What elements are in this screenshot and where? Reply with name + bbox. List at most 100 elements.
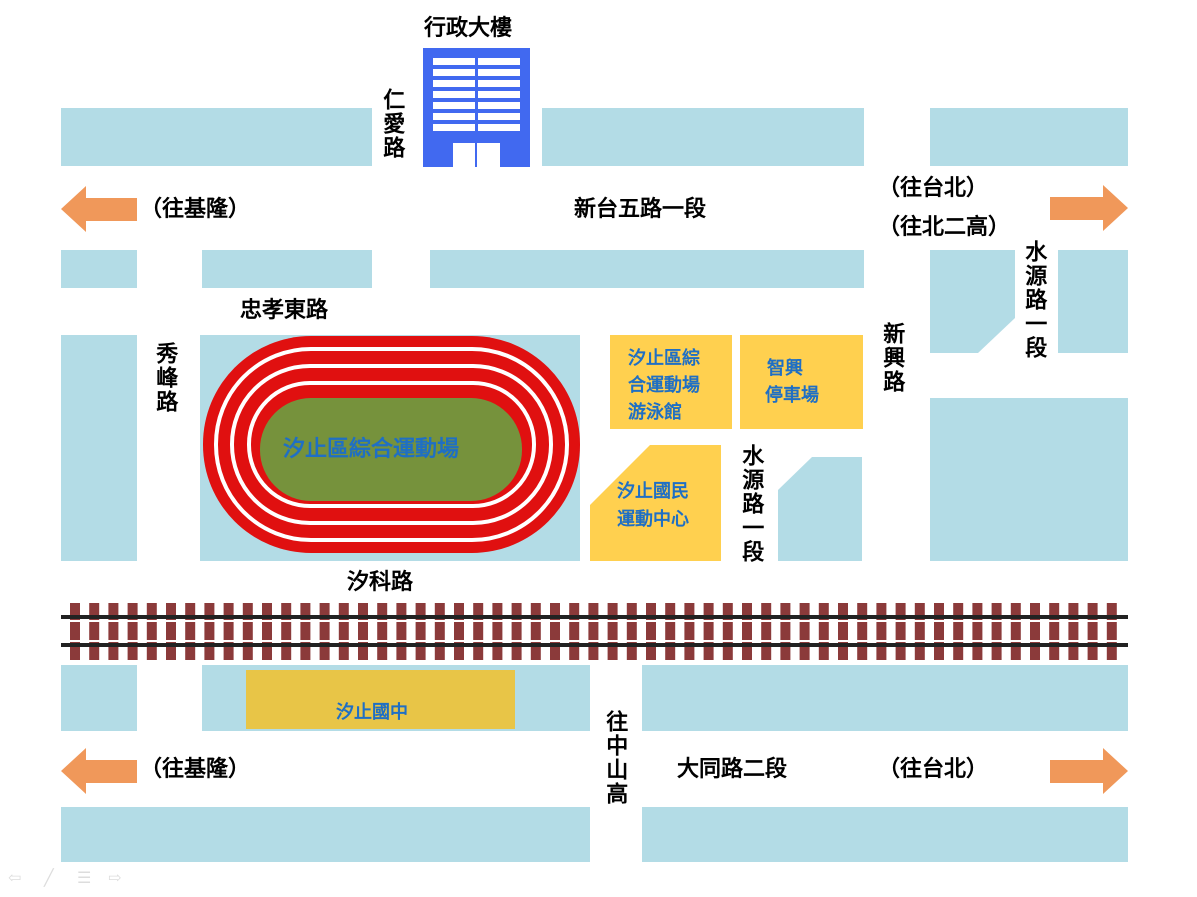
window <box>478 113 520 120</box>
rail-tie <box>569 603 580 660</box>
sports-center <box>590 445 721 561</box>
rail-tie <box>127 603 138 660</box>
block <box>542 108 864 166</box>
arrow-right-icon <box>1050 185 1128 231</box>
next-slide-button[interactable]: ⇨ <box>108 868 122 887</box>
window <box>433 124 475 131</box>
block <box>61 807 590 862</box>
rail-tie <box>684 603 695 660</box>
pool-label-line: 汐止區綜 <box>628 348 700 369</box>
rail-tie <box>473 603 484 660</box>
block <box>1058 250 1128 353</box>
renai-road-label: 仁愛路 <box>379 88 406 160</box>
rail-edge <box>61 620 1128 622</box>
block <box>430 250 864 288</box>
parking-label: 智興 停車場 <box>765 355 819 409</box>
rail-tie <box>204 603 215 660</box>
rail-tie <box>607 603 618 660</box>
block <box>61 665 137 731</box>
pool-building <box>610 335 732 429</box>
rail-tie <box>1106 603 1117 660</box>
rail-tie <box>89 603 100 660</box>
window <box>433 80 475 87</box>
rail-tie <box>914 603 925 660</box>
menu-button[interactable]: ☰ <box>77 868 92 887</box>
sports-center-label-line: 運動中心 <box>617 509 689 530</box>
to-taipei-bottom-label: （往台北） <box>878 756 989 782</box>
rail-tie <box>742 603 752 660</box>
rail-tie <box>761 603 772 660</box>
window <box>433 113 475 120</box>
zhongxiao-road-label: 忠孝東路 <box>240 297 329 323</box>
rail-tie <box>895 603 906 660</box>
rail-tie <box>146 603 157 660</box>
window <box>478 80 520 87</box>
block <box>61 108 372 166</box>
window <box>478 124 520 131</box>
junior-high-label: 汐止國中 <box>336 702 408 723</box>
rail-tie <box>300 603 311 660</box>
pen-tool-button[interactable]: ╱ <box>44 868 54 887</box>
shuiyuan-road-mid-label: 水源路一段 <box>738 444 765 564</box>
rail-tie <box>1068 603 1079 660</box>
rail-tie <box>377 603 388 660</box>
window <box>478 58 520 65</box>
parking-lot <box>740 335 863 429</box>
junior-high-school <box>246 670 515 729</box>
rail-tie <box>338 603 349 660</box>
block <box>642 665 1128 731</box>
rail-tie <box>511 603 522 660</box>
window <box>478 69 520 76</box>
rail-tie <box>242 603 253 660</box>
rail-tie <box>281 603 292 660</box>
block <box>930 398 1128 561</box>
stadium-label: 汐止區綜合運動場 <box>283 436 460 462</box>
rail-tie <box>550 603 560 660</box>
pool-label-line: 合運動場 <box>628 375 700 396</box>
window <box>478 102 520 109</box>
rail-tie <box>588 603 599 660</box>
block <box>642 807 1128 862</box>
to-north2-label: （往北二高） <box>878 214 1011 240</box>
rail-tie <box>1030 603 1040 660</box>
rail <box>61 615 1128 619</box>
rail-tie <box>223 603 234 660</box>
rail-tie <box>665 603 676 660</box>
to-zhongshan-label: 往中山高 <box>602 710 629 806</box>
to-keelung-bottom-label: （往基隆） <box>140 756 251 782</box>
railway <box>61 603 1128 660</box>
pool-label: 汐止區綜 合運動場 游泳館 <box>628 345 700 426</box>
rail-tie <box>70 603 80 660</box>
running-track <box>203 336 580 553</box>
block <box>61 335 137 561</box>
xinxing-road-label: 新興路 <box>879 322 906 394</box>
previous-slide-button[interactable]: ⇦ <box>8 868 22 887</box>
rail-tie <box>1087 603 1098 660</box>
block <box>930 250 1015 353</box>
datong-road-label: 大同路二段 <box>677 756 788 782</box>
rail <box>61 643 1128 647</box>
rail-tie <box>838 603 848 660</box>
shuiyuan-road-label: 水源路一段 <box>1021 240 1048 360</box>
block <box>930 108 1128 166</box>
rail-tie <box>626 603 637 660</box>
rail-tie <box>1049 603 1060 660</box>
arrow-left-icon <box>61 748 137 794</box>
arrows <box>61 185 1128 794</box>
window <box>433 91 475 98</box>
block <box>778 457 862 561</box>
xiufeng-road-label: 秀峰路 <box>152 342 179 414</box>
sports-center-label: 汐止國民 運動中心 <box>617 478 689 534</box>
rail-tie <box>185 603 196 660</box>
rail-tie <box>818 603 829 660</box>
rail-tie <box>454 603 464 660</box>
rail-tie <box>434 603 445 660</box>
rail-tie <box>934 603 944 660</box>
rail-tie <box>953 603 964 660</box>
building <box>423 48 530 167</box>
rail-tie <box>857 603 868 660</box>
window <box>478 91 520 98</box>
rail-tie <box>415 603 426 660</box>
rail-edge <box>61 640 1128 642</box>
